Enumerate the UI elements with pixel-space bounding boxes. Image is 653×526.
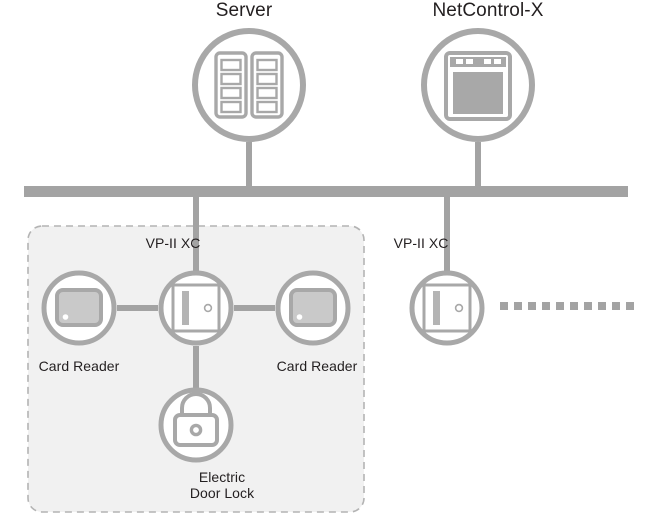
- node-server[interactable]: [192, 28, 306, 142]
- label-vpii-xc-right: VP-II XC: [393, 235, 449, 251]
- node-vpii-xc-left[interactable]: [158, 270, 234, 346]
- node-electric-door-lock[interactable]: [158, 387, 234, 463]
- label-vpii-xc-left: VP-II XC: [145, 235, 201, 251]
- controller-panel-icon: [444, 51, 512, 121]
- label-electric-door-lock: Electric Door Lock: [189, 469, 255, 501]
- label-card-reader-left: Card Reader: [38, 358, 120, 374]
- door-controller-icon: [422, 283, 472, 333]
- dotted-continuation: [500, 302, 634, 310]
- server-circle: [192, 28, 306, 142]
- door-controller-icon: [171, 283, 221, 333]
- node-vpii-xc-right[interactable]: [409, 270, 485, 346]
- node-netcontrol-x[interactable]: [421, 28, 535, 142]
- card-reader-icon: [289, 288, 337, 327]
- padlock-icon: [173, 392, 219, 447]
- label-netcontrol-x: NetControl-X: [432, 0, 544, 21]
- node-card-reader-right[interactable]: [275, 270, 351, 346]
- card-reader-icon: [55, 288, 103, 327]
- server-rack-icon: [214, 51, 284, 119]
- connector-lines: [117, 142, 481, 388]
- node-card-reader-left[interactable]: [41, 270, 117, 346]
- network-bus: [24, 186, 628, 197]
- label-card-reader-right: Card Reader: [276, 358, 358, 374]
- label-server: Server: [215, 0, 273, 21]
